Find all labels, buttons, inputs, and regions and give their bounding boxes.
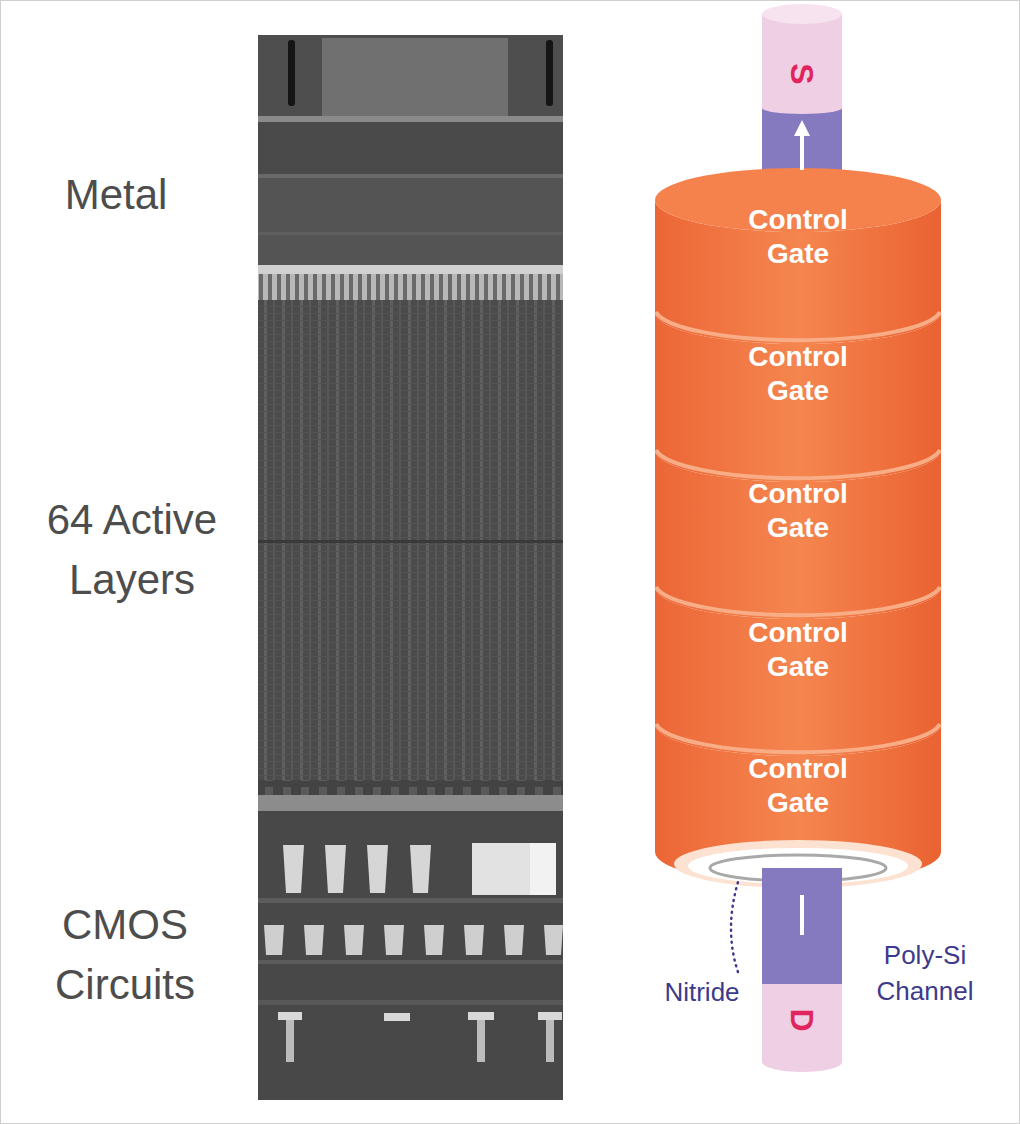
gate-label: Control Gate [728,340,868,408]
part-label: Nitride [664,974,739,1010]
part-label: Poly-Si Channel [865,937,985,1009]
terminal-cap: S [762,2,842,114]
current-arrow [800,134,804,170]
control-gate: Control Gate [655,280,941,482]
current-line [800,895,804,935]
terminal-letter: D [785,1008,819,1031]
control-gate: Control Gate [655,555,941,756]
layer-label: CMOS Circuits [13,895,238,1015]
control-gate: Control Gate [655,418,941,619]
layer-label: 64 Active Layers [20,490,245,610]
nitride-leader [731,882,738,972]
arrow-head [794,120,810,136]
gate-label: Control Gate [728,752,868,820]
control-gate: Control Gate [655,168,941,344]
gate-label: Control Gate [728,203,868,271]
channel-pillar [762,868,842,984]
layer-label: Metal [4,165,229,225]
terminal-letter: S [785,63,819,84]
gate-label: Control Gate [728,616,868,684]
gate-label: Control Gate [728,477,868,545]
node-shape [762,2,842,114]
terminal-cap: D [762,978,842,1072]
